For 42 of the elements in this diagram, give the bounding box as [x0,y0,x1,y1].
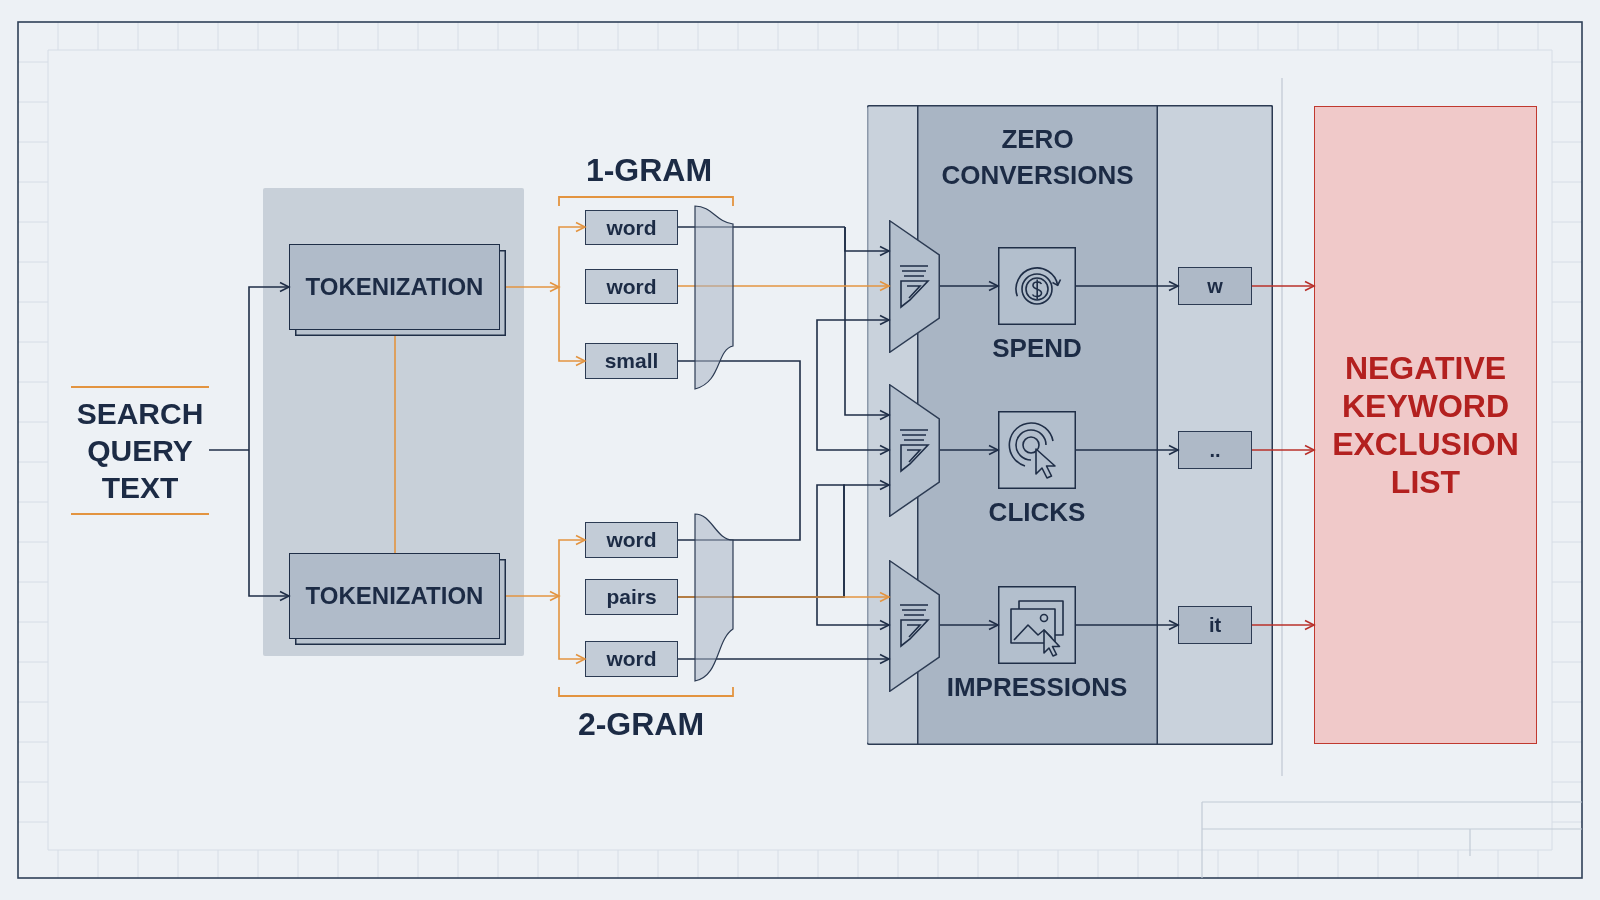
arrow [939,619,1000,631]
metric-label: IMPRESSIONS [945,672,1129,702]
arrow [844,226,891,421]
metric-label: CLICKS [987,497,1087,527]
metric-label: SPEND [991,333,1083,363]
group-label: 2-GRAM [576,705,706,744]
arrow [558,221,587,288]
token-box: it [1178,606,1252,644]
group-label: 1-GRAM [584,151,714,190]
arrow [558,595,587,665]
arrow [677,591,891,603]
panel-title: ZERO CONVERSIONS [940,123,1135,192]
token-box: pairs [585,579,678,615]
group-panel [917,105,1158,745]
arrow [939,444,1000,456]
token-box: .. [1178,431,1252,469]
connector-line [677,360,801,541]
arrow [558,534,587,597]
group-panel [867,105,1273,745]
token-box: word [585,641,678,677]
arrow [1251,619,1316,631]
arrow [939,280,1000,292]
connector-line [677,226,846,228]
arrow [1075,444,1180,456]
arrow [248,281,291,451]
token-box: w [1178,267,1252,305]
token-box: word [585,269,678,304]
arrow [816,314,891,456]
arrow [558,286,587,367]
connector-line [394,335,396,554]
query-text-block: SEARCH QUERY TEXT [71,386,209,515]
arrow [1251,444,1316,456]
arrow [1075,619,1180,631]
arrow [1251,280,1316,292]
token-box: small [585,343,678,379]
token-box: word [585,522,678,558]
arrow [1075,280,1180,292]
exclusion-list-box: NEGATIVE KEYWORD EXCLUSION LIST [1314,106,1537,744]
token-box: word [585,210,678,245]
arrow [677,653,891,665]
arrow [677,280,891,292]
group-panel [263,188,524,656]
